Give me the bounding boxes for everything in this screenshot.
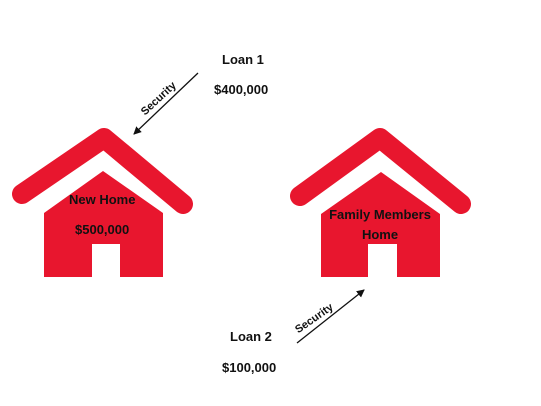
new-home-name: New Home <box>69 192 136 207</box>
new-home-value: $500,000 <box>75 222 130 237</box>
family-home-house-icon <box>290 128 471 277</box>
family-home-name-line2: Home <box>361 227 399 242</box>
security-arrow-loan1 <box>133 72 199 135</box>
loan2-label: Loan 2 <box>230 329 272 344</box>
loan1-label: Loan 1 <box>222 52 264 67</box>
loan1-amount: $400,000 <box>214 82 269 97</box>
security-arrow-loan2 <box>296 289 365 344</box>
new-home-house-icon <box>12 128 193 277</box>
family-home-name-line1: Family Members <box>329 207 431 222</box>
loan2-amount: $100,000 <box>222 360 277 375</box>
